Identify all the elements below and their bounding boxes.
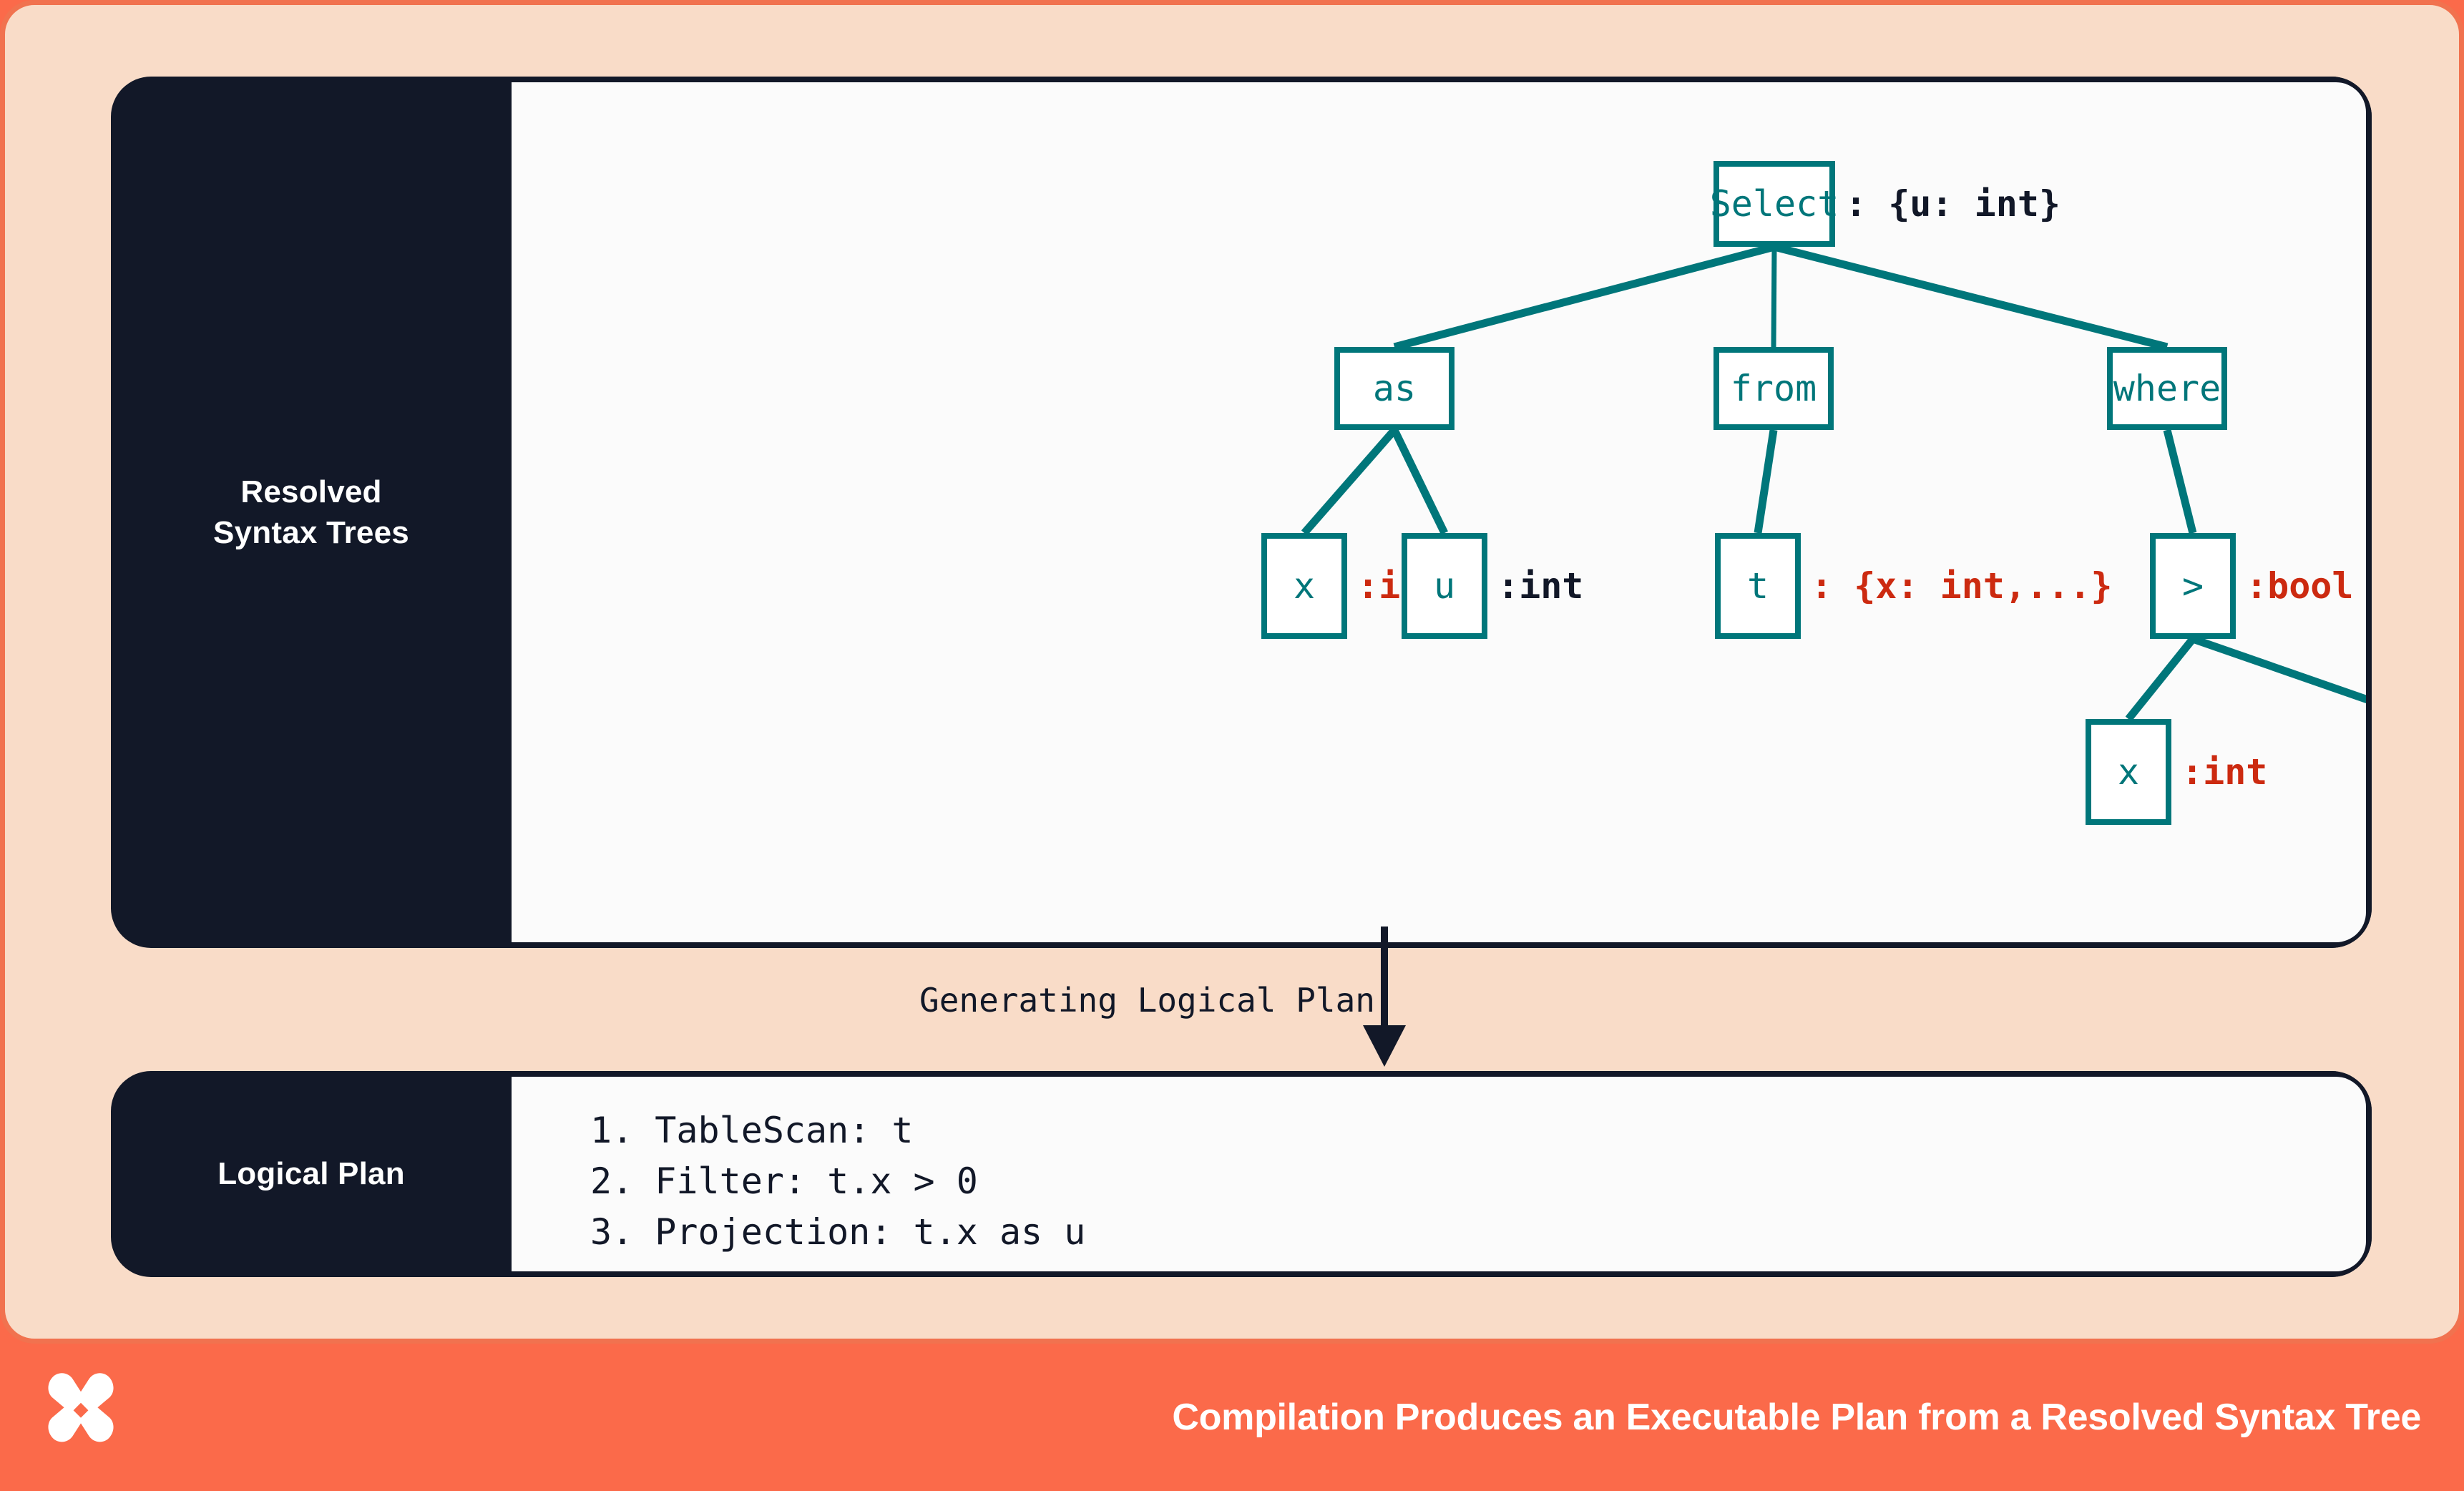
x-star-logo-icon xyxy=(48,1373,114,1442)
tree-edge-select-to-where xyxy=(1773,243,2169,351)
tree-node-label: t xyxy=(1746,565,1769,607)
tree-label-line1: Resolved xyxy=(240,474,382,509)
tree-label-line2: Syntax Trees xyxy=(213,515,409,550)
type-annotation-u: :int xyxy=(1497,565,1584,607)
tree-edge-where-to-gt xyxy=(2163,429,2197,534)
tree-node-select: Select xyxy=(1710,161,1839,247)
tree-node-label: u xyxy=(1433,565,1456,607)
down-arrow-icon xyxy=(1363,927,1406,1067)
tree-edge-select-to-as xyxy=(1393,243,1776,351)
logical-plan-label: Logical Plan xyxy=(217,1156,405,1192)
resolved-syntax-trees-label: Resolved Syntax Trees xyxy=(111,77,512,948)
tree-node-label: > xyxy=(2181,565,2204,607)
tree-node-label: x xyxy=(2117,751,2140,793)
footer-bar: Compilation Produces an Executable Plan … xyxy=(0,1344,2464,1491)
logical-plan-steps: 1. TableScan: t 2. Filter: t.x > 0 3. Proj… xyxy=(512,1077,2366,1258)
transition-region: Generating Logical Plan xyxy=(111,927,2372,1070)
type-annotation-select: : {u: int} xyxy=(1845,183,2061,225)
type-annotation-gt: :bool xyxy=(2246,565,2354,607)
tree-node-where: where xyxy=(2107,347,2227,430)
transition-label: Generating Logical Plan xyxy=(919,981,1375,1020)
content-card: Resolved Syntax Trees Select: {u: int} as… xyxy=(0,0,2464,1344)
tree-edge-gt-to-zero xyxy=(2191,635,2366,703)
tree-edge-from-to-t xyxy=(1754,429,1778,534)
tree-node-label: as xyxy=(1372,368,1417,409)
tree-edge-gt-to-x2 xyxy=(2125,636,2196,722)
tree-node-label: Select xyxy=(1709,183,1839,225)
tree-node-label: x xyxy=(1293,565,1316,607)
logical-plan-body: 1. TableScan: t 2. Filter: t.x > 0 3. Proj… xyxy=(512,1071,2372,1277)
tree-node-as: as xyxy=(1334,347,1455,430)
tree-edge-as-to-x1 xyxy=(1301,427,1398,536)
tree-node-t: t xyxy=(1715,533,1801,639)
logical-plan-step-3: 3. Projection: t.x as u xyxy=(590,1211,1086,1253)
tree-node-x2: x xyxy=(2086,719,2171,825)
tree-node-gt: > xyxy=(2150,533,2236,639)
logical-plan-step-2: 2. Filter: t.x > 0 xyxy=(590,1160,978,1202)
logical-plan-panel: Logical Plan 1. TableScan: t 2. Filter: t… xyxy=(111,1071,2372,1277)
resolved-syntax-trees-panel: Resolved Syntax Trees Select: {u: int} as… xyxy=(111,77,2372,948)
tree-node-label: where xyxy=(2113,368,2221,409)
tree-edge-as-to-u xyxy=(1391,428,1448,535)
tree-node-label: from xyxy=(1730,368,1817,409)
logical-plan-step-1: 1. TableScan: t xyxy=(590,1110,914,1151)
type-annotation-x2: :int xyxy=(2181,751,2268,793)
footer-caption: Compilation Produces an Executable Plan … xyxy=(1172,1397,2421,1438)
tree-node-u: u xyxy=(1402,533,1487,639)
type-annotation-t: : {x: int,...} xyxy=(1811,565,2113,607)
syntax-tree-canvas: Select: {u: int} as from where x :int u :int t : … xyxy=(512,77,2372,948)
tree-node-from: from xyxy=(1713,347,1834,430)
tree-node-x1: x xyxy=(1261,533,1347,639)
